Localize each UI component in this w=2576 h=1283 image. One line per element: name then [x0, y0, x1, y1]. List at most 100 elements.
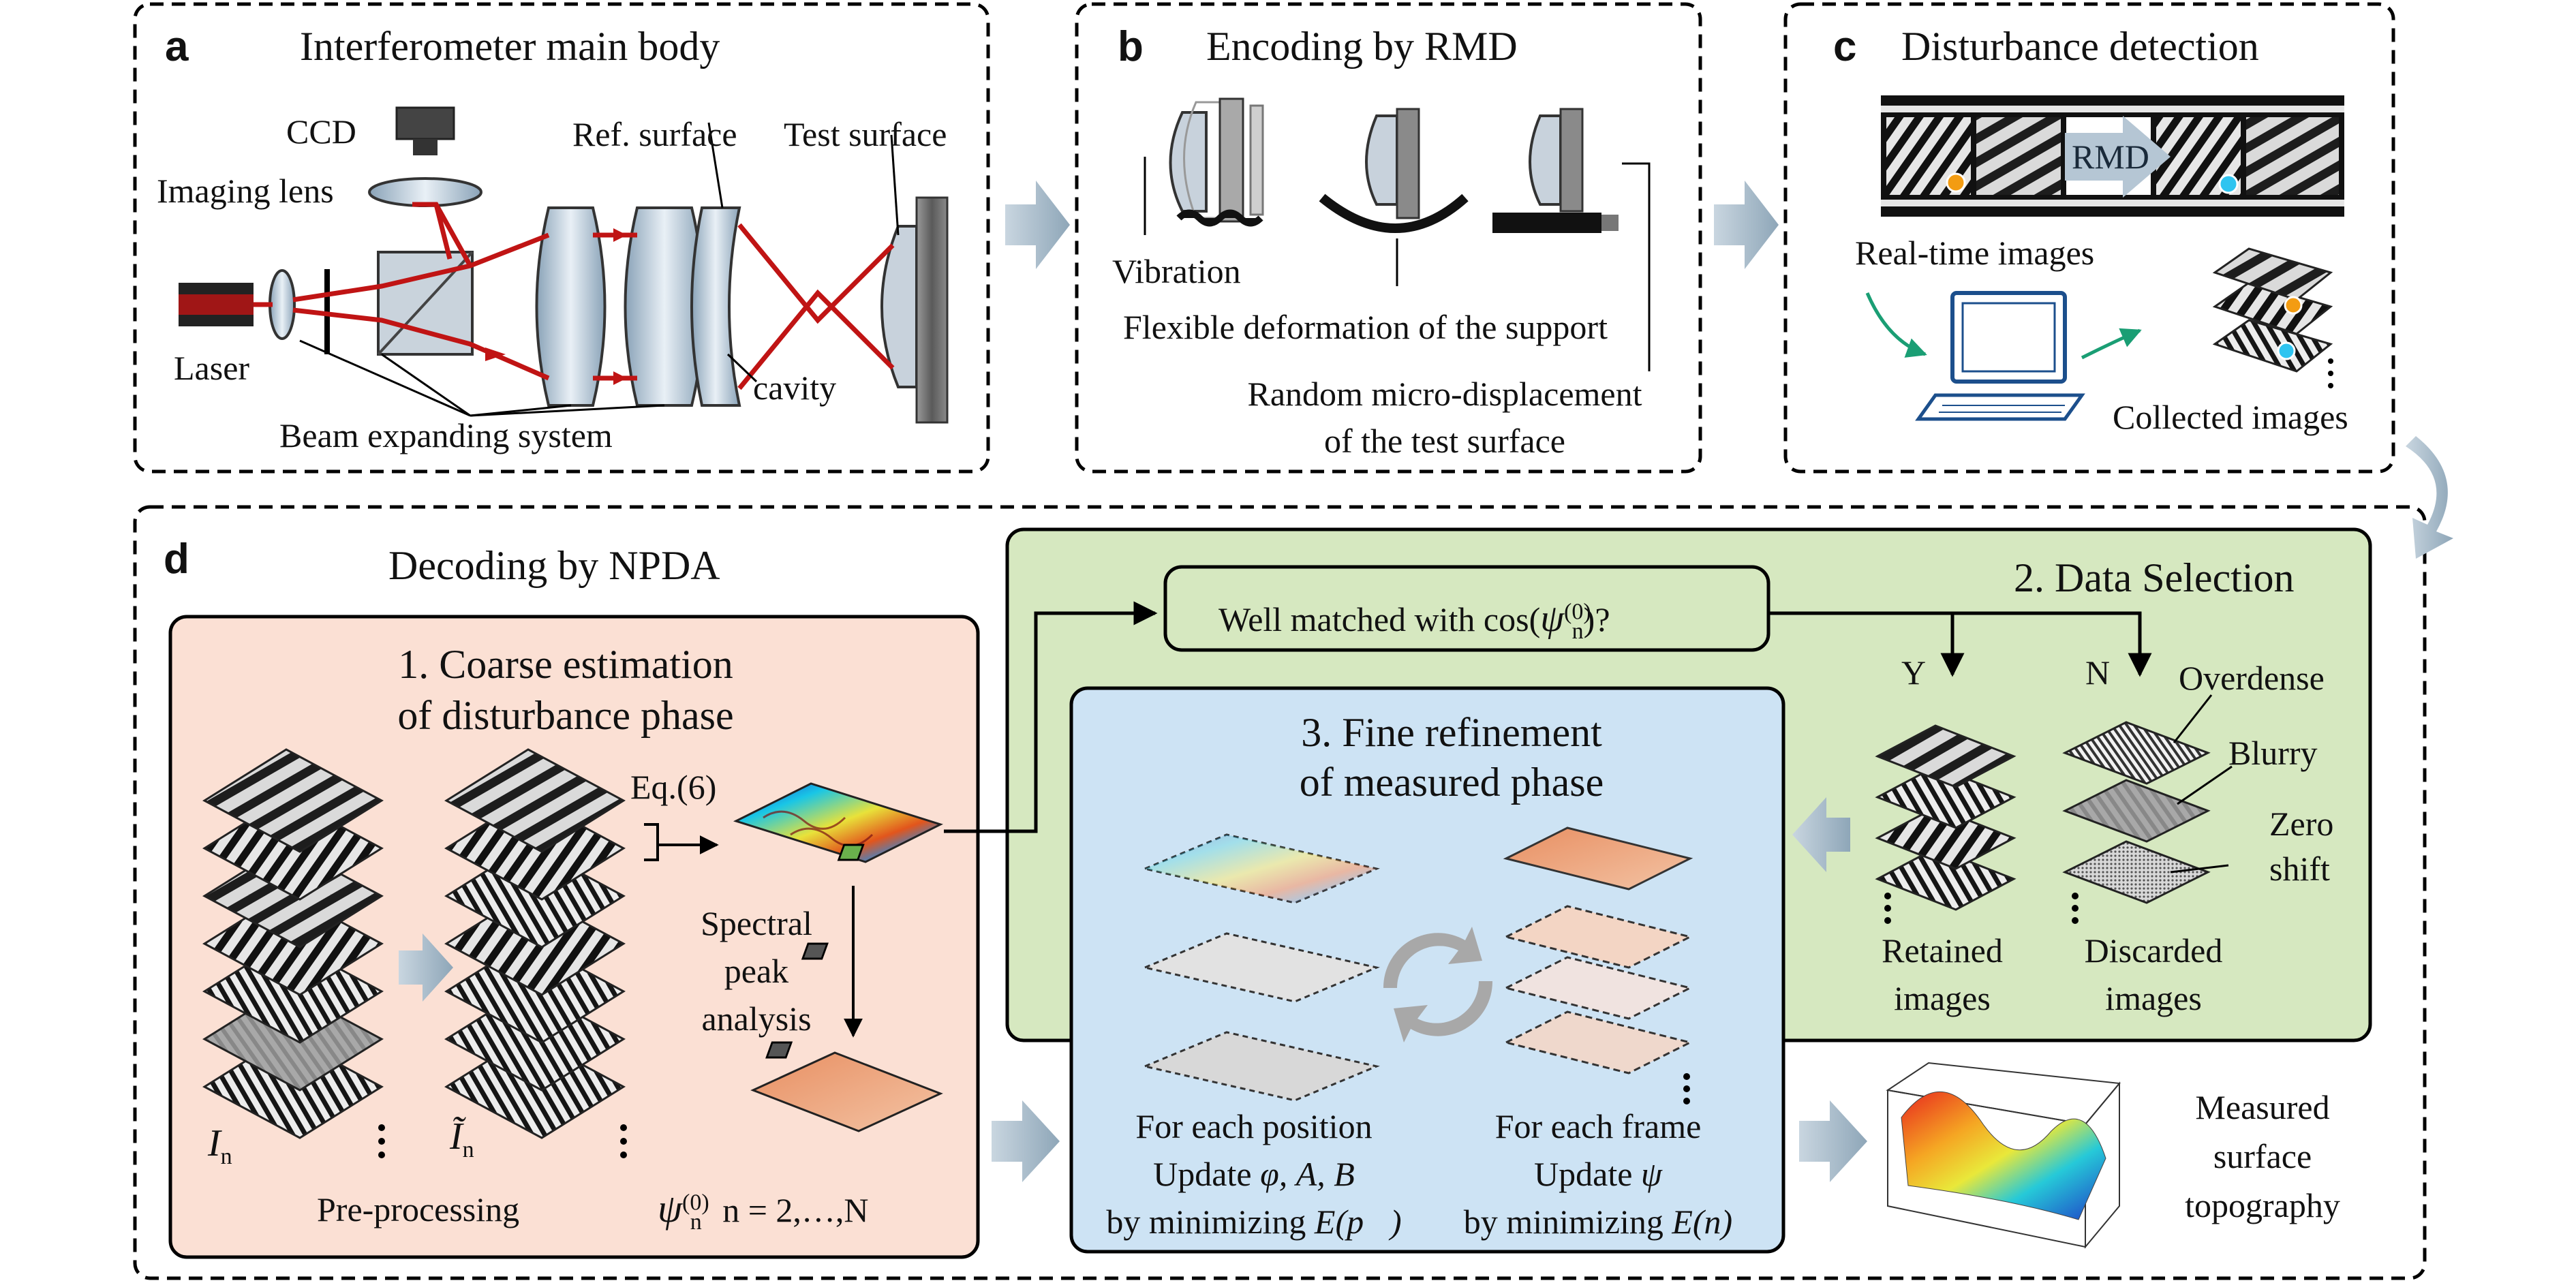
- rmd-arrow: [2065, 116, 2171, 198]
- preprocessing-label: Pre-processing: [317, 1190, 520, 1228]
- imaging-lens: [368, 177, 482, 207]
- panel-d-letter: d: [164, 536, 189, 583]
- frame-sheets: [1503, 826, 1693, 1075]
- arrow-c-to-d: [2406, 436, 2453, 559]
- ref-surface-label: Ref. surface: [572, 115, 737, 153]
- arrow-a-to-b: [1005, 181, 1070, 269]
- discarded-stack: [2062, 721, 2211, 904]
- N-label: N: [2085, 653, 2111, 692]
- imaging-lens-label: Imaging lens: [157, 172, 334, 210]
- update-position-vars: φ, A, B: [1260, 1155, 1355, 1193]
- rmd-illustrations: [1144, 97, 1651, 371]
- interferometer-diagram: [179, 106, 949, 424]
- retained-line1: Retained: [1882, 931, 2003, 970]
- In-symbol: I: [208, 1122, 221, 1164]
- In-label: In: [208, 1124, 232, 1169]
- Y-label: Y: [1901, 653, 1927, 692]
- measured-line2: surface: [2213, 1137, 2312, 1175]
- fine-refinement-line1: 3. Fine refinement: [1301, 710, 1602, 755]
- psi-symbol: ψ: [658, 1186, 683, 1231]
- well-matched-label: Well matched with cos(ψ(0)n)?: [1218, 600, 1610, 643]
- measured-line1: Measured: [2195, 1088, 2330, 1126]
- panel-b-title: Encoding by RMD: [1206, 24, 1518, 69]
- orange-marker: [1946, 172, 1966, 193]
- coarse-to-fine-arrow: [992, 1100, 1060, 1182]
- reference-surface: [690, 206, 741, 407]
- measured-line3: topography: [2185, 1186, 2340, 1224]
- In-subscript: n: [220, 1144, 232, 1170]
- realtime-images-label: Real-time images: [1855, 234, 2095, 272]
- random-displacement-line1: Random micro-displacement: [1247, 375, 1642, 413]
- In-tilde-label: Ĩn: [450, 1117, 474, 1162]
- spectral-line1: Spectral: [701, 904, 812, 942]
- E-p-symbol: E(p⃗): [1314, 1203, 1402, 1241]
- collected-images-stack: [2212, 247, 2333, 388]
- update-position-label: Update φ, A, B: [1077, 1157, 1431, 1191]
- surface-topography-plot: [1886, 1062, 2121, 1249]
- panel-b-frame: [1075, 2, 1702, 474]
- cos-psi-subscript: n: [1571, 619, 1584, 644]
- teal-arrow-out: [2081, 328, 2142, 360]
- retained-stack: [1875, 724, 2017, 911]
- flexible-deformation-label: Flexible deformation of the support: [1123, 308, 1608, 346]
- zero-label: Zero: [2269, 805, 2334, 843]
- panel-c-frame: [1783, 2, 2395, 474]
- eq6-label: Eq.(6): [630, 768, 717, 806]
- well-matched-text: Well matched with: [1218, 600, 1475, 638]
- panel-a-letter: a: [165, 23, 189, 70]
- cos-text: cos(: [1483, 600, 1541, 638]
- teal-arrow-in: [1865, 292, 1927, 358]
- small-lens: [269, 269, 296, 340]
- spectral-line3: analysis: [701, 1000, 812, 1038]
- panel-b-letter: b: [1118, 23, 1144, 70]
- ccd-camera: [395, 106, 455, 140]
- discarded-line1: Discarded: [2084, 931, 2223, 970]
- update-frame-label: Update ψ: [1421, 1157, 1775, 1191]
- minimize-frame-word: by minimizing: [1463, 1203, 1663, 1241]
- panel-d-frame: [133, 505, 2427, 1280]
- n-range-label: n = 2,…,N: [722, 1191, 869, 1229]
- test-surface-label: Test surface: [784, 115, 947, 153]
- retained-to-refinement-arrow: [1792, 797, 1850, 872]
- random-displacement-line2: of the test surface: [1323, 422, 1565, 460]
- panel-c-title: Disturbance detection: [1901, 24, 2259, 69]
- discarded-line2: images: [2105, 979, 2202, 1017]
- cos-psi-symbol: ψ: [1540, 598, 1565, 640]
- minimize-position-label: by minimizing E(p⃗): [1077, 1205, 1431, 1239]
- data-selection-title: 2. Data Selection: [2014, 555, 2295, 600]
- panel-d-title: Decoding by NPDA: [388, 543, 720, 588]
- vibration-label: Vibration: [1112, 252, 1241, 290]
- cavity-label: cavity: [753, 369, 837, 407]
- blurry-label: Blurry: [2228, 734, 2318, 772]
- In-tilde-subscript: n: [462, 1137, 474, 1163]
- each-position-label: For each position: [1135, 1107, 1373, 1145]
- minimize-frame-label: by minimizing E(n): [1421, 1205, 1775, 1239]
- cyan-marker: [2218, 174, 2239, 194]
- cos-psi-superscript: (0): [1564, 599, 1591, 625]
- update-position-word: Update: [1153, 1155, 1252, 1193]
- computer-icon: [1915, 291, 2085, 421]
- laser-label: Laser: [174, 349, 250, 387]
- ccd-label: CCD: [286, 112, 356, 151]
- fine-refinement-line2: of measured phase: [1299, 760, 1604, 805]
- In-tilde-symbol: Ĩ: [450, 1115, 463, 1158]
- blue-panel: [1069, 686, 1785, 1254]
- coarse-estimation-line2: of disturbance phase: [397, 693, 734, 738]
- update-frame-word: Update: [1534, 1155, 1633, 1193]
- psi-estimate-label: ψ(0)n n = 2,…,N: [658, 1189, 869, 1234]
- shift-label: shift: [2269, 850, 2330, 888]
- parameter-grids: [765, 833, 1380, 1102]
- collimating-lens-1: [535, 206, 607, 407]
- fine-to-result-arrow: [1799, 1100, 1867, 1182]
- minimize-position-word: by minimizing: [1106, 1203, 1306, 1241]
- fringe-stack-In-tilde: [444, 748, 626, 1139]
- preprocess-arrow: [399, 933, 453, 1002]
- rmd-label: RMD: [2072, 138, 2149, 176]
- collected-images-label: Collected images: [2113, 398, 2348, 436]
- arrow-b-to-c: [1714, 181, 1779, 269]
- cycle-arrows: [1383, 927, 1493, 1042]
- cos-close-text: )?: [1583, 600, 1610, 638]
- overdense-label: Overdense: [2179, 659, 2325, 697]
- test-surface-mount: [915, 196, 949, 424]
- panel-a-title: Interferometer main body: [300, 24, 720, 69]
